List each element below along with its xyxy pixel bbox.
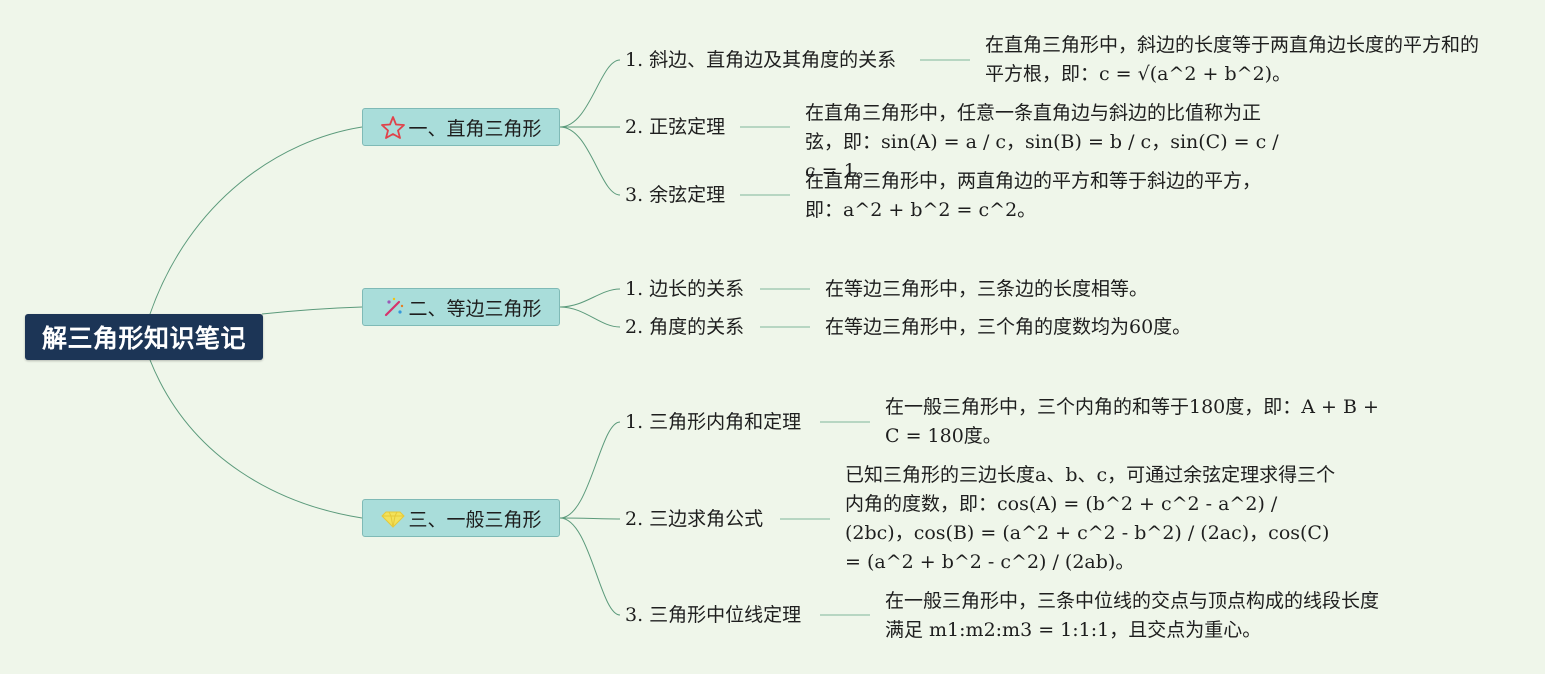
branch-equilateral-triangle[interactable]: 二、等边三角形: [362, 288, 560, 326]
connector-b1-s1: [559, 59, 621, 128]
sub-topic[interactable]: 3. 三角形中位线定理: [625, 604, 802, 626]
topic-description: 在等边三角形中，三个角的度数均为60度。: [825, 316, 1192, 338]
sub-topic[interactable]: 1. 三角形内角和定理: [625, 411, 802, 433]
sub-topic[interactable]: 2. 角度的关系: [625, 316, 745, 338]
connector-b3-s3: [559, 517, 621, 616]
star-icon: [380, 115, 406, 139]
branch-title: 一、直角三角形: [408, 117, 542, 140]
magic-wand-icon: [380, 295, 406, 319]
root-title: 解三角形知识笔记: [41, 324, 246, 353]
root-node[interactable]: 解三角形知识笔记: [25, 314, 263, 360]
connector-b3-s2: [559, 517, 621, 520]
sub-topic[interactable]: 1. 斜边、直角边及其角度的关系: [625, 49, 897, 71]
connector-root-branch-1: [149, 126, 363, 315]
sub-topic[interactable]: 1. 边长的关系: [625, 278, 745, 300]
branch-title: 三、一般三角形: [408, 508, 542, 531]
topic-description: 在直角三角形中，任意一条直角边与斜边的比值称为正弦，即：sin(A) = a /…: [805, 102, 1279, 182]
sub-topic[interactable]: 2. 三边求角公式: [625, 508, 764, 530]
sub-topic[interactable]: 3. 余弦定理: [625, 184, 726, 206]
connector-b2-s2: [559, 306, 621, 328]
diamond-icon: [380, 506, 406, 530]
connector-b2-s1: [559, 288, 621, 308]
topic-description: 在直角三角形中，两直角边的平方和等于斜边的平方，即：a^2 + b^2 = c^…: [805, 170, 1262, 221]
connector-root-branch-3: [149, 359, 363, 519]
connector-b3-s1: [559, 421, 621, 519]
connector-b1-s3: [559, 126, 621, 196]
branch-title: 二、等边三角形: [408, 297, 542, 320]
branch-general-triangle[interactable]: 三、一般三角形: [362, 499, 560, 537]
sub-topic[interactable]: 2. 正弦定理: [625, 116, 726, 138]
topic-description: 在等边三角形中，三条边的长度相等。: [825, 278, 1149, 300]
topic-description: 在一般三角形中，三个内角的和等于180度，即：A + B + C = 180度。: [885, 396, 1379, 447]
topic-description: 在一般三角形中，三条中位线的交点与顶点构成的线段长度满足 m1:m2:m3 = …: [885, 590, 1380, 641]
topic-description: 已知三角形的三边长度a、b、c，可通过余弦定理求得三个内角的度数，即：cos(A…: [845, 464, 1336, 573]
connector-root-branch-2: [261, 306, 363, 315]
branch-right-triangle[interactable]: 一、直角三角形: [362, 108, 560, 146]
topic-description: 在直角三角形中，斜边的长度等于两直角边长度的平方和的平方根，即：c = √(a^…: [985, 34, 1480, 85]
